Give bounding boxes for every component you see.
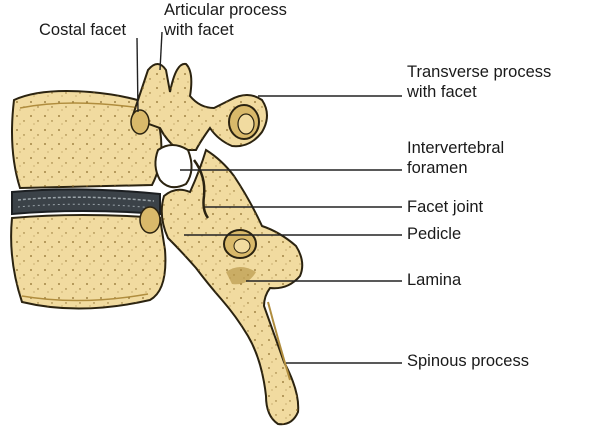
label-intervertebral-foramen-line1: Intervertebral [407, 139, 504, 158]
label-spinous-process: Spinous process [407, 352, 529, 371]
label-costal-facet: Costal facet [39, 21, 126, 40]
intervertebral-disc [12, 189, 160, 214]
lower-posterior-arch [140, 150, 302, 424]
label-lamina: Lamina [407, 271, 461, 290]
leader-costal-facet [137, 38, 138, 112]
label-with-facet-top: with facet [164, 21, 234, 40]
label-facet-joint: Facet joint [407, 198, 483, 217]
label-articular-process: Articular process [164, 1, 287, 20]
intervertebral-foramen-opening [155, 145, 191, 187]
label-transverse-process-line1: Transverse process [407, 63, 551, 82]
label-intervertebral-foramen-line2: foramen [407, 159, 468, 178]
label-transverse-process-line2: with facet [407, 83, 477, 102]
label-pedicle: Pedicle [407, 225, 461, 244]
